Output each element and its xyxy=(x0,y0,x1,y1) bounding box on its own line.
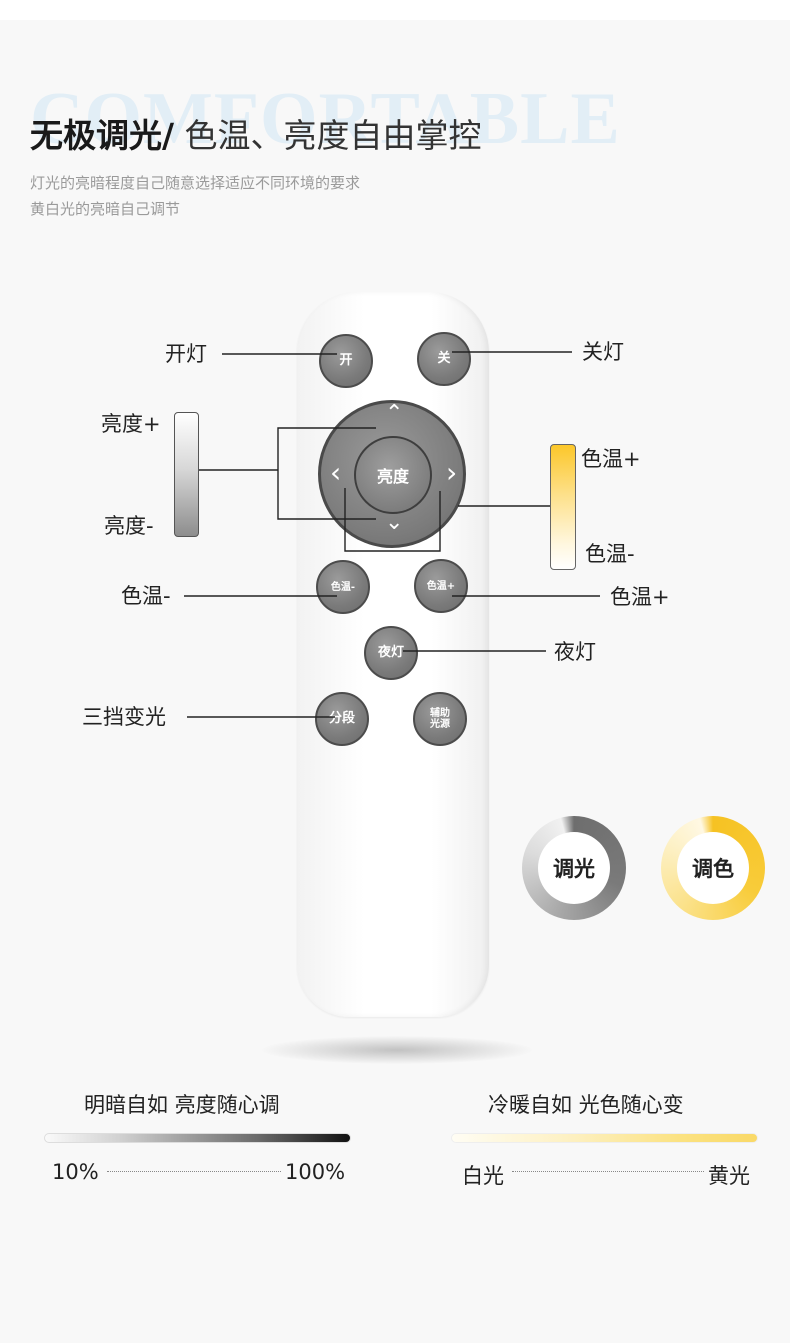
label-on: 开灯 xyxy=(165,342,207,366)
arrow-right-icon[interactable]: › xyxy=(446,456,458,489)
aux-label-line-1: 辅助 xyxy=(430,708,450,719)
brightness-min-label: 10% xyxy=(52,1160,99,1184)
color-dial-label: 调色 xyxy=(677,832,749,904)
brightness-swatch xyxy=(174,412,199,537)
page-title: 无极调光/ 色温、亮度自由掌控 xyxy=(30,116,482,156)
title-light: 色温、亮度自由掌控 xyxy=(174,116,482,155)
on-button[interactable]: 开 xyxy=(319,334,373,388)
color-temp-plus-button[interactable]: 色温+ xyxy=(414,559,468,613)
subtitle-line-1: 灯光的亮暗程度自己随意选择适应不同环境的要求 xyxy=(30,174,361,192)
label-three-step: 三挡变光 xyxy=(82,705,166,729)
dimming-dial-label: 调光 xyxy=(538,832,610,904)
arrow-left-icon[interactable]: ‹ xyxy=(330,456,342,489)
color-gradient-bar xyxy=(451,1133,758,1143)
label-brightness-minus: 亮度- xyxy=(104,514,154,538)
label-brightness-plus: 亮度+ xyxy=(101,412,161,436)
brightness-max-label: 100% xyxy=(285,1160,346,1184)
watermark-text: COMFORTABLE xyxy=(30,78,621,160)
arrow-down-icon[interactable]: ⌄ xyxy=(385,510,404,535)
white-light-label: 白光 xyxy=(462,1164,504,1188)
color-temp-minus-button[interactable]: 色温- xyxy=(316,560,370,614)
remote-shadow xyxy=(262,1036,532,1064)
label-color-temp-minus: 色温- xyxy=(121,584,171,608)
label-night-light: 夜灯 xyxy=(554,640,596,664)
label-color-temp-plus-top: 色温+ xyxy=(581,447,641,471)
color-dial: 调色 xyxy=(661,816,765,920)
label-color-temp-plus: 色温+ xyxy=(610,585,670,609)
yellow-light-label: 黄光 xyxy=(708,1164,750,1188)
night-light-button[interactable]: 夜灯 xyxy=(364,626,418,680)
label-off: 关灯 xyxy=(582,340,624,364)
brightness-section-title: 明暗自如 亮度随心调 xyxy=(84,1093,280,1117)
brightness-gradient-bar xyxy=(44,1133,351,1143)
top-bar xyxy=(0,0,790,20)
color-section-title: 冷暖自如 光色随心变 xyxy=(488,1093,684,1117)
color-dotted-line xyxy=(512,1171,704,1172)
aux-light-button[interactable]: 辅助 光源 xyxy=(413,692,467,746)
label-color-temp-minus-top: 色温- xyxy=(585,542,635,566)
title-bold: 无极调光/ xyxy=(30,116,175,155)
dimming-dial: 调光 xyxy=(522,816,626,920)
off-button[interactable]: 关 xyxy=(417,332,471,386)
color-temp-swatch xyxy=(550,444,576,570)
brightness-center-button[interactable]: 亮度 xyxy=(354,436,432,514)
aux-label-line-2: 光源 xyxy=(430,719,450,730)
arrow-up-icon[interactable]: ⌃ xyxy=(385,401,404,426)
brightness-dotted-line xyxy=(107,1171,281,1172)
segment-button[interactable]: 分段 xyxy=(315,692,369,746)
subtitle-line-2: 黄白光的亮暗自己调节 xyxy=(30,200,181,218)
